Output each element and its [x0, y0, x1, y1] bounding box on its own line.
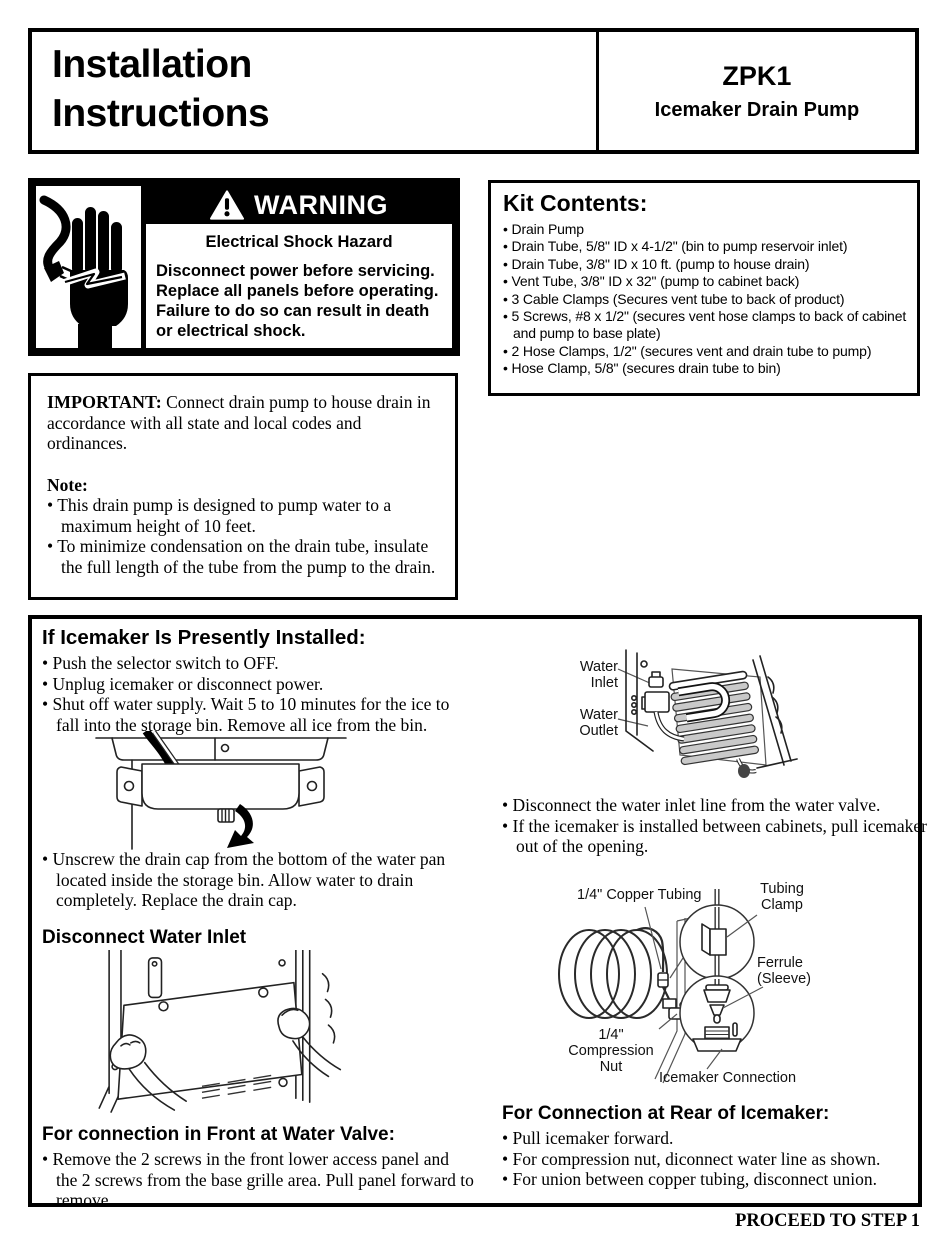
tubing-clamp-label: Tubing Clamp: [760, 881, 804, 913]
model-number: ZPK1: [722, 60, 792, 91]
important-paragraph: IMPORTANT: Connect drain pump to house d…: [47, 392, 441, 454]
kit-item: 5 Screws, #8 x 1/2" (secures vent hose c…: [503, 308, 907, 343]
bullet: Pull icemaker forward.: [502, 1128, 927, 1149]
warning-line: Disconnect power before servicing.: [156, 262, 435, 280]
icemaker-connection-label: Icemaker Connection: [659, 1070, 797, 1086]
water-inlet-label: Water Inlet: [579, 659, 618, 691]
kit-item: Vent Tube, 3/8" ID x 32" (pump to cabine…: [503, 273, 907, 290]
bullet: Shut off water supply. Wait 5 to 10 minu…: [42, 694, 474, 735]
bullet: For union between copper tubing, disconn…: [502, 1169, 927, 1190]
warning-label: WARNING: [254, 189, 388, 220]
bullet: Push the selector switch to OFF.: [42, 653, 474, 674]
water-pan-illustration: [94, 731, 349, 853]
front-connection-title: For connection in Front at Water Valve:: [42, 1124, 395, 1145]
ferrule-label: Ferrule (Sleeve): [757, 955, 811, 987]
title-line-2: Instructions: [52, 92, 270, 135]
kit-item: Drain Tube, 5/8" ID x 4-1/2" (bin to pum…: [503, 238, 907, 255]
copper-tubing-label: 1/4" Copper Tubing: [577, 887, 702, 903]
document-title: Installation Instructions: [32, 32, 599, 150]
bullet: Remove the 2 screws in the front lower a…: [42, 1149, 474, 1211]
kit-contents-title: Kit Contents:: [503, 190, 648, 216]
note-item: This drain pump is designed to pump wate…: [47, 495, 441, 536]
rear-disconnect-bullets: Disconnect the water inlet line from the…: [502, 795, 930, 857]
installed-bullets: Push the selector switch to OFF. Unplug …: [42, 653, 474, 735]
header: Installation Instructions ZPK1 Icemaker …: [28, 28, 919, 154]
warning-text-panel: Electrical Shock Hazard Disconnect power…: [146, 224, 452, 348]
bullet: Disconnect the water inlet line from the…: [502, 795, 930, 816]
title-line-1: Installation: [52, 43, 252, 86]
hazard-title: Electrical Shock Hazard: [205, 233, 393, 251]
kit-item: Drain Pump: [503, 221, 907, 238]
kit-item: Hose Clamp, 5/8" (secures drain tube to …: [503, 360, 907, 377]
important-box: IMPORTANT: Connect drain pump to house d…: [28, 373, 458, 600]
bullet: If the icemaker is installed between cab…: [502, 816, 930, 857]
electrical-shock-hand-icon: [36, 186, 141, 348]
icemaker-rear-illustration: Water Inlet Water Outlet: [552, 647, 882, 797]
proceed-to-step-label: PROCEED TO STEP 1: [735, 1211, 920, 1231]
note-label: Note:: [47, 474, 88, 495]
disconnect-water-inlet-title: Disconnect Water Inlet: [42, 927, 247, 948]
kit-item: 2 Hose Clamps, 1/2" (secures vent and dr…: [503, 343, 907, 360]
bullet: For compression nut, diconnect water lin…: [502, 1149, 927, 1170]
water-outlet-label: Water Outlet: [579, 707, 618, 739]
bullet: Unplug icemaker or disconnect power.: [42, 674, 474, 695]
bullet: Unscrew the drain cap from the bottom of…: [42, 849, 486, 911]
installed-section-title: If Icemaker Is Presently Installed:: [42, 626, 366, 649]
rear-connection-section: For Connection at Rear of Icemaker: Pull…: [502, 1103, 927, 1190]
warning-line: Replace all panels before operating.: [156, 282, 439, 300]
important-label: IMPORTANT:: [47, 392, 162, 412]
drain-cap-icon: [217, 808, 235, 823]
warning-line: Failure to do so can result in death or …: [156, 302, 430, 340]
rear-connection-title: For Connection at Rear of Icemaker:: [502, 1103, 830, 1124]
note-item: To minimize condensation on the drain tu…: [47, 536, 441, 577]
warning-header: WARNING: [146, 186, 452, 224]
model-cell: ZPK1 Icemaker Drain Pump: [599, 32, 915, 150]
product-name: Icemaker Drain Pump: [654, 98, 860, 121]
warning-triangle-icon: [210, 190, 244, 220]
access-panel-illustration: [52, 950, 352, 1116]
important-text: Connect drain pump to house drain in acc…: [47, 392, 431, 453]
warning-box: WARNING Electrical Shock Hazard Disconne…: [28, 178, 460, 356]
kit-item: 3 Cable Clamps (Secures vent tube to bac…: [503, 291, 907, 308]
compression-nut-label: 1/4" Compression Nut: [568, 1027, 654, 1075]
kit-item: Drain Tube, 3/8" ID x 10 ft. (pump to ho…: [503, 256, 907, 273]
kit-contents-box: Kit Contents: Drain Pump Drain Tube, 5/8…: [488, 180, 920, 396]
main-instructions-box: If Icemaker Is Presently Installed: Push…: [28, 615, 927, 1210]
front-connection-section: For connection in Front at Water Valve: …: [42, 1124, 474, 1211]
copper-tubing-illustration: 1/4" Copper Tubing Tubing Clamp Ferrule …: [517, 881, 857, 1093]
unscrew-arrow-icon: [227, 804, 254, 848]
